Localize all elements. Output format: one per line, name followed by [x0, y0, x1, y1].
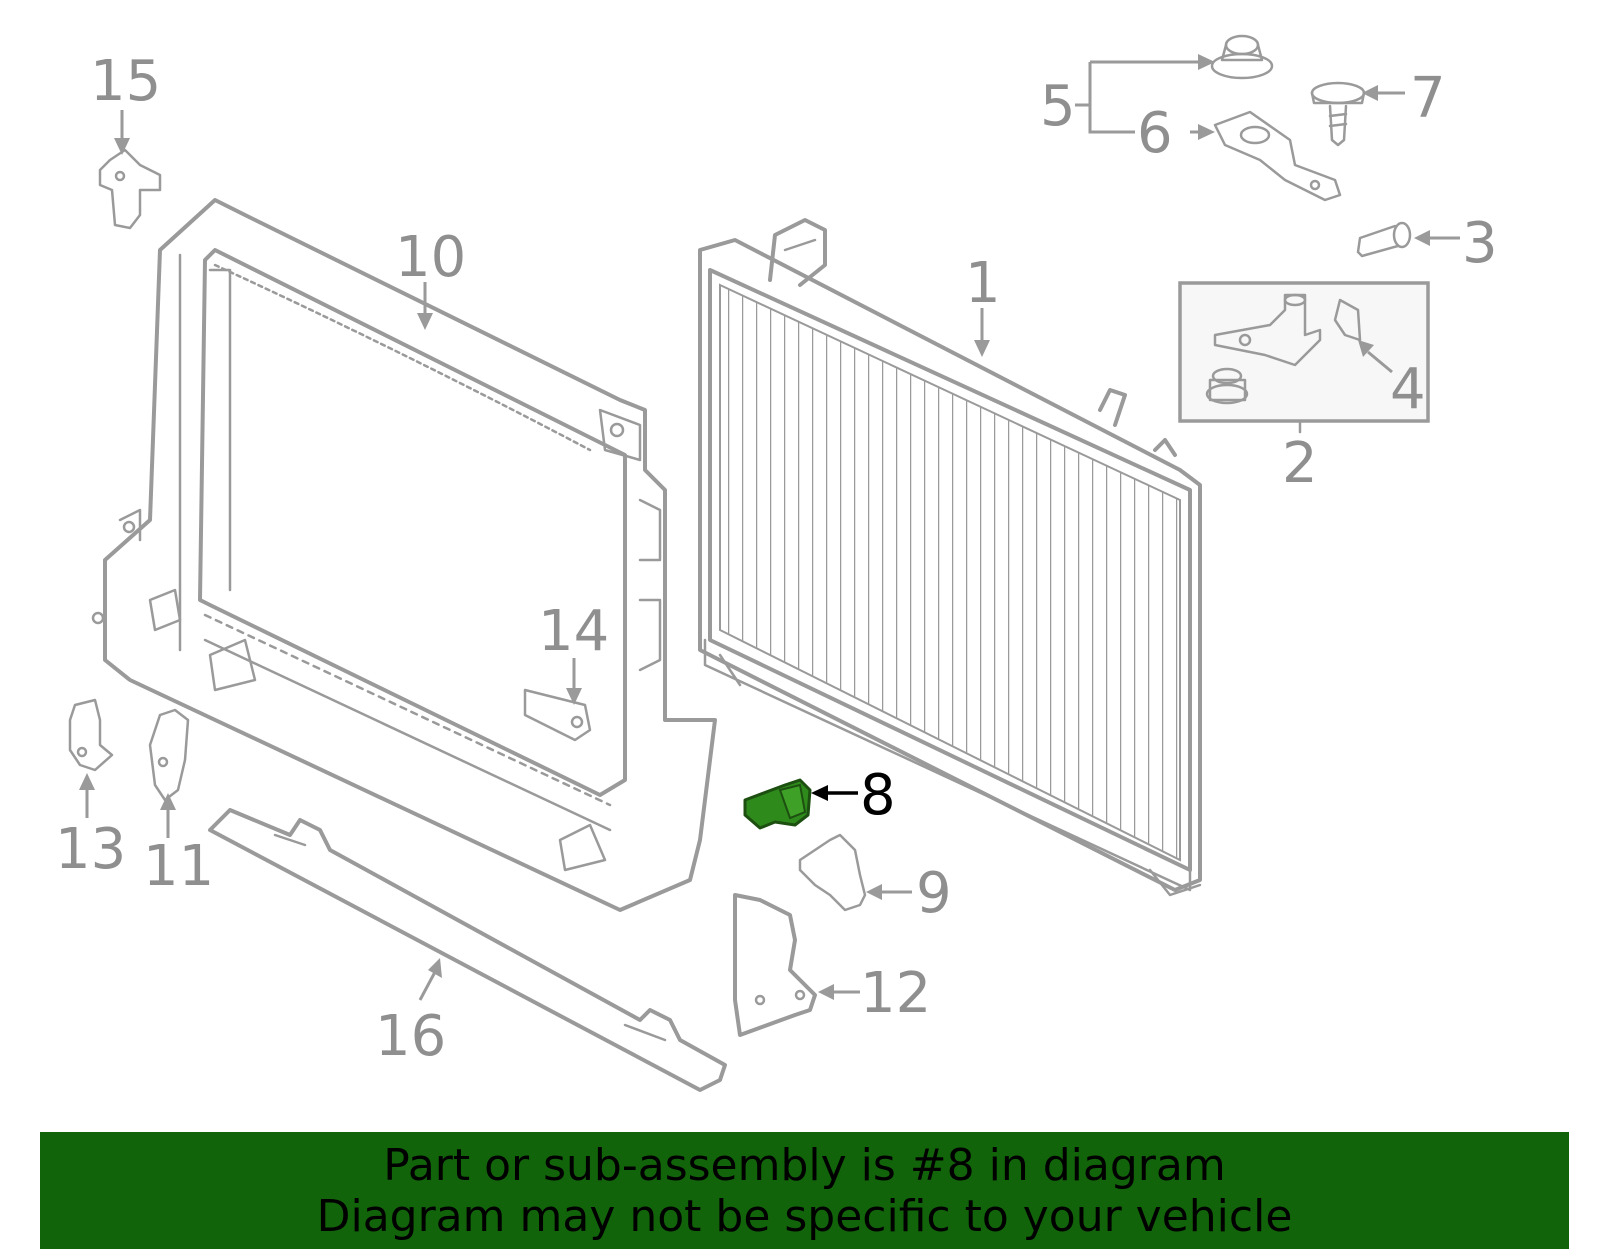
part-11-bracket — [148, 708, 190, 802]
callout-labels: 15 10 1 5 6 7 3 4 2 14 13 11 16 9 12 8 — [55, 49, 1498, 1069]
callout-11: 11 — [143, 834, 214, 899]
part-16-air-deflector — [208, 808, 727, 1092]
info-banner: Part or sub-assembly is #8 in diagram Di… — [40, 1132, 1569, 1249]
callout-13: 13 — [55, 817, 126, 882]
part-12-bracket — [733, 893, 817, 1037]
part-15-bracket — [98, 148, 162, 230]
callout-2: 2 — [1282, 431, 1318, 496]
callout-1: 1 — [965, 251, 1001, 316]
banner-line-1: Part or sub-assembly is #8 in diagram — [383, 1140, 1226, 1191]
callout-7: 7 — [1410, 66, 1446, 131]
callout-14: 14 — [538, 599, 609, 664]
callout-3: 3 — [1462, 211, 1498, 276]
part-10-radiator-support — [91, 198, 717, 912]
callout-8: 8 — [860, 763, 896, 828]
part-3-bolt — [1356, 221, 1412, 258]
callout-4: 4 — [1390, 357, 1426, 422]
callout-6: 6 — [1137, 101, 1173, 166]
part-7-bolt — [1310, 81, 1366, 147]
callout-10: 10 — [395, 225, 466, 290]
part-1-radiator — [698, 218, 1202, 897]
part-8-highlighted — [743, 778, 812, 830]
part-6-bracket — [1213, 110, 1342, 202]
part-2-group — [1178, 281, 1430, 434]
leader-lines — [79, 54, 1460, 1001]
part-13-bracket — [68, 698, 114, 772]
callout-9: 9 — [916, 861, 952, 926]
banner-line-2: Diagram may not be specific to your vehi… — [316, 1191, 1293, 1242]
part-5-bushing — [1210, 34, 1274, 80]
callout-16: 16 — [375, 1004, 446, 1069]
callout-12: 12 — [860, 961, 931, 1026]
part-14-bracket — [523, 688, 592, 742]
callout-5: 5 — [1040, 74, 1076, 139]
callout-15: 15 — [90, 49, 161, 114]
part-9-bracket — [798, 833, 867, 912]
